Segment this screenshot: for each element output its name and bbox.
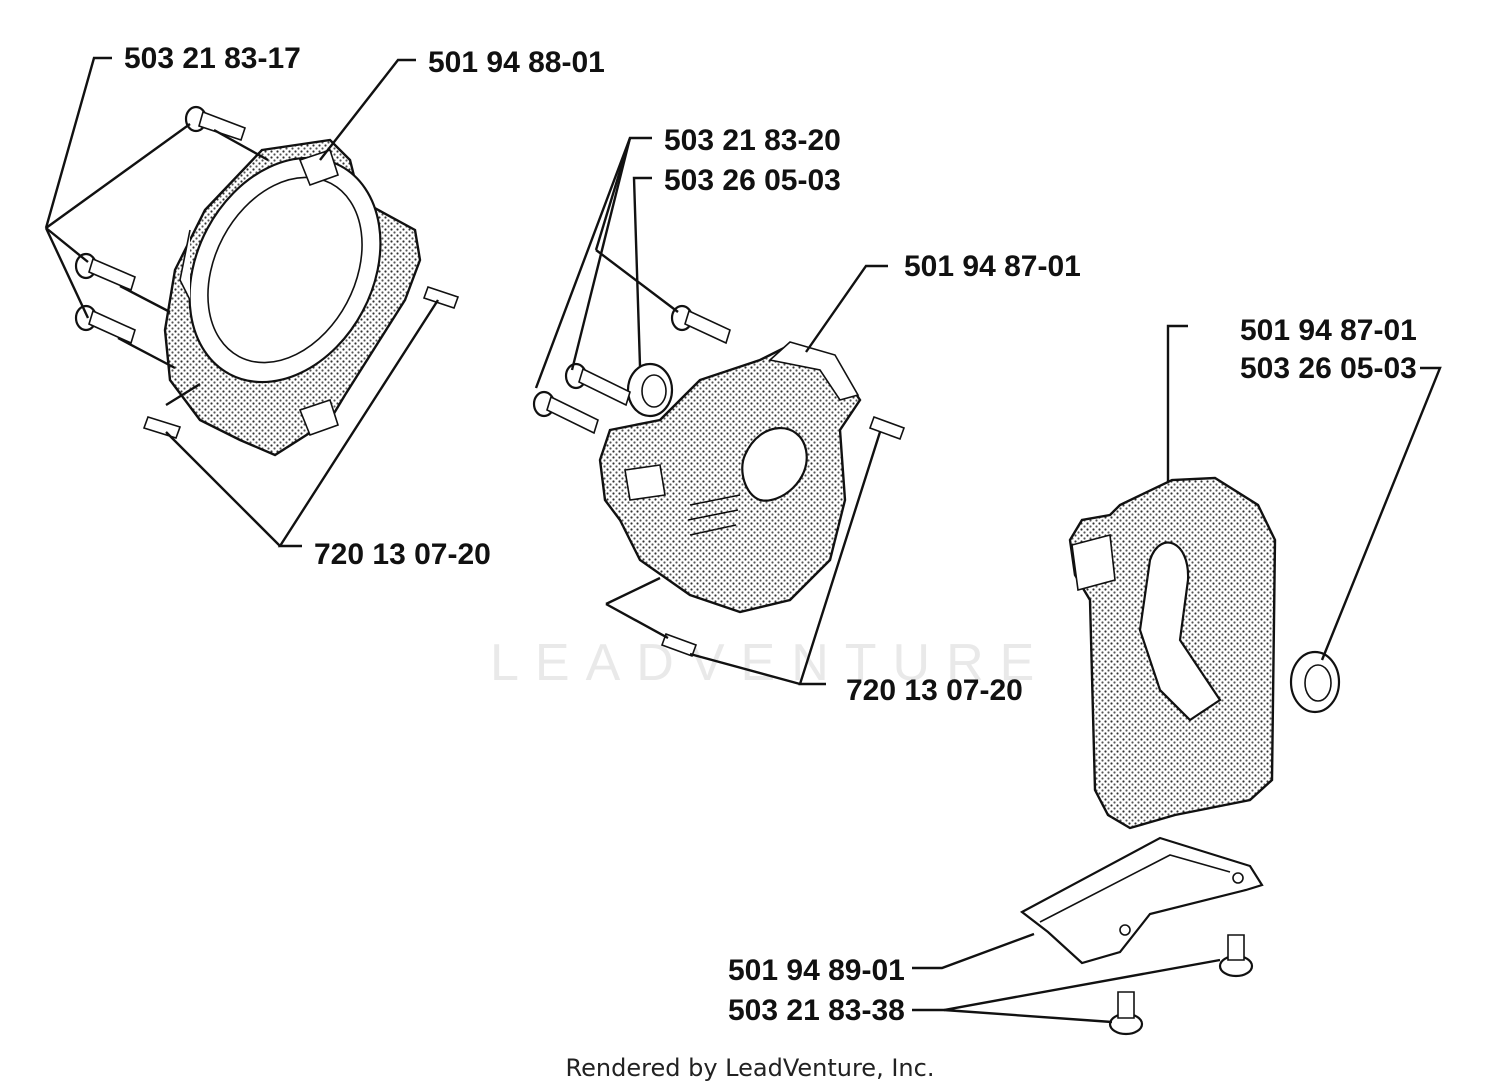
leader-bracket-screws xyxy=(912,958,1221,1012)
leader-right-housing xyxy=(1166,324,1188,482)
part-label-cylinder-cover: 501 94 88-01 xyxy=(428,46,605,79)
middle-housing-drawing xyxy=(598,341,862,614)
bracket-drawing xyxy=(1019,836,1264,965)
middle-screw-lower xyxy=(532,390,599,435)
part-label-left-screws: 503 21 83-17 xyxy=(124,42,301,75)
part-label-middle-screws: 503 21 83-20 xyxy=(664,124,841,157)
cylinder-cover-drawing xyxy=(163,138,422,457)
left-screw-middle xyxy=(74,252,136,292)
part-label-bracket-screws: 503 21 83-38 xyxy=(728,994,905,1027)
part-label-middle-seal: 503 26 05-03 xyxy=(664,164,841,197)
part-label-bracket: 501 94 89-01 xyxy=(728,954,905,987)
middle-seal xyxy=(626,362,674,418)
right-housing-drawing xyxy=(1068,476,1277,830)
footer-credit: Rendered by LeadVenture, Inc. xyxy=(566,1054,935,1082)
watermark-text: LEADVENTURE xyxy=(490,634,1050,692)
part-label-right-seal: 503 26 05-03 xyxy=(1240,352,1417,385)
right-seal xyxy=(1289,650,1341,714)
left-screw-bottom xyxy=(74,304,136,345)
middle-pin-bottom xyxy=(660,632,698,658)
leader-middle-housing xyxy=(805,264,888,353)
left-pin-left xyxy=(142,416,182,439)
middle-screw-center xyxy=(564,362,631,407)
left-pin-right xyxy=(422,285,460,310)
leader-right-seal xyxy=(1320,366,1442,661)
leader-cylinder-cover xyxy=(319,58,416,161)
leader-left-screws xyxy=(44,56,112,229)
leader-middle-seal xyxy=(632,176,652,367)
middle-screw-upper xyxy=(670,304,731,345)
leader-bracket xyxy=(912,932,1035,970)
part-label-middle-pins: 720 13 07-20 xyxy=(846,674,1023,707)
part-label-middle-housing: 501 94 87-01 xyxy=(904,250,1081,283)
middle-pin-right xyxy=(868,415,906,441)
left-screw-top xyxy=(184,105,247,142)
part-label-right-housing: 501 94 87-01 xyxy=(1240,314,1417,347)
bracket-screw-upper xyxy=(1218,934,1254,978)
bracket-screw-lower xyxy=(1108,991,1144,1036)
leader-middle-screws xyxy=(534,136,652,389)
part-label-left-pins: 720 13 07-20 xyxy=(314,538,491,571)
